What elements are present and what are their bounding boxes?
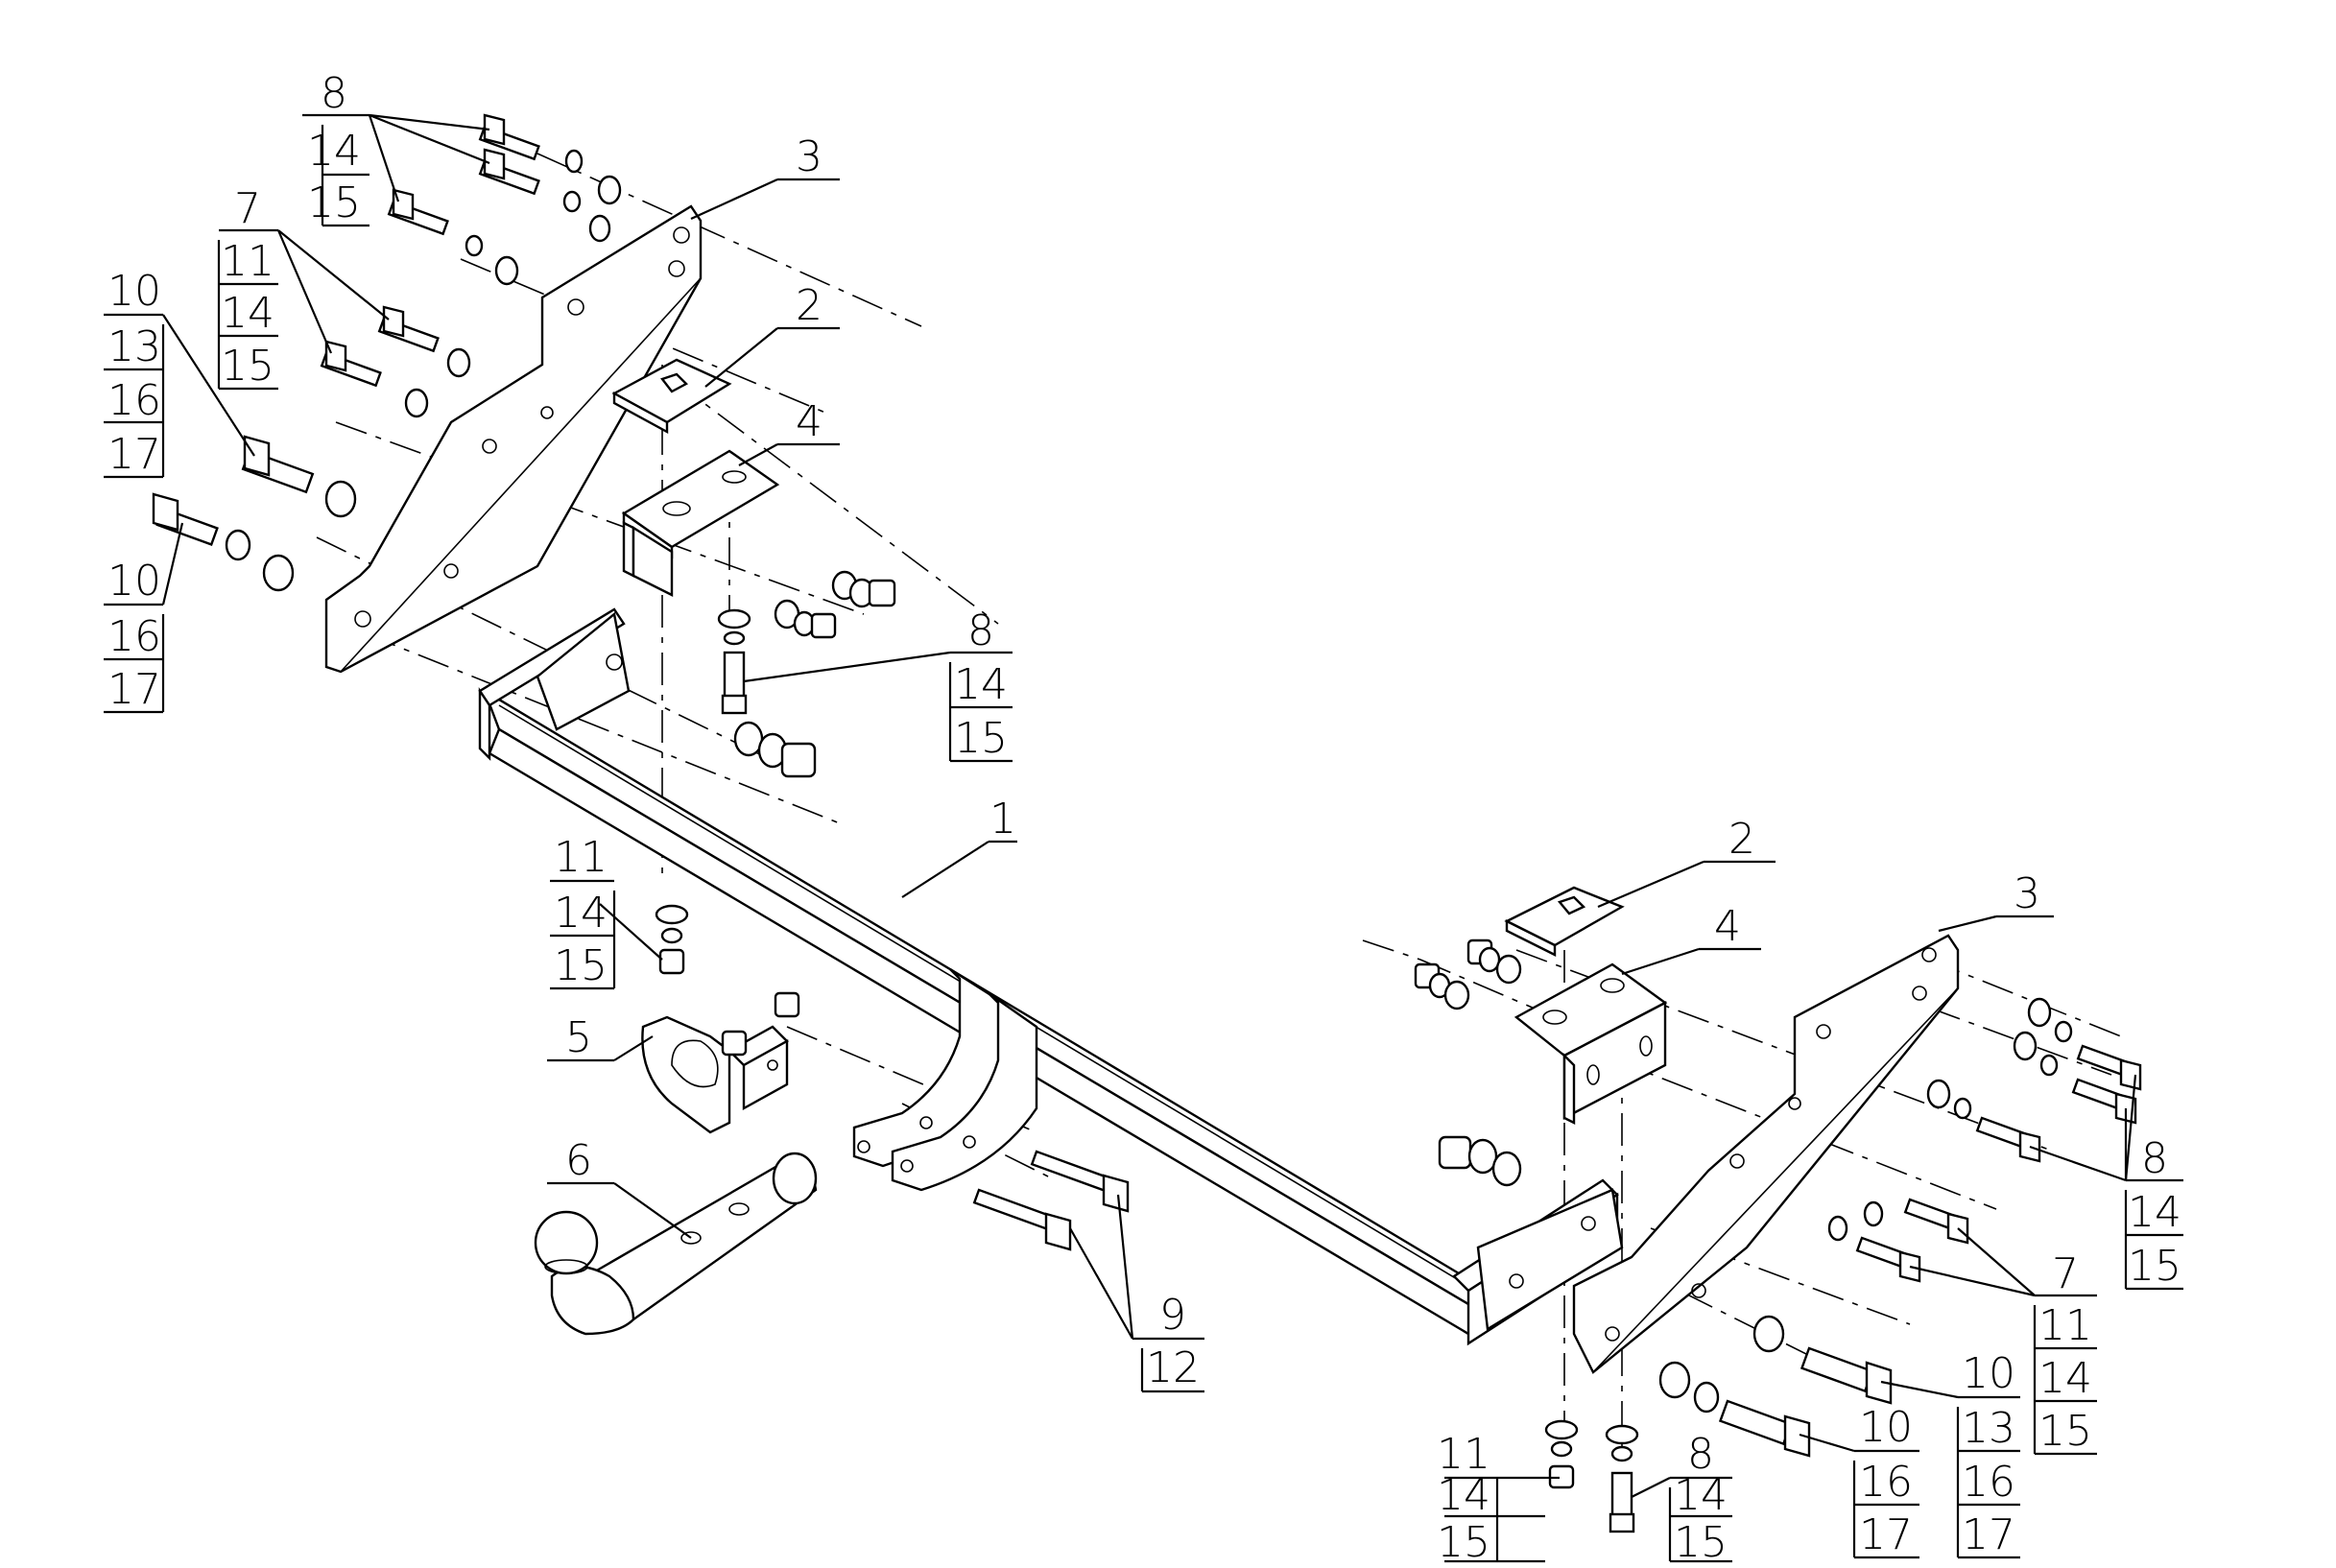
bolt [152,492,219,546]
part-3-left-side-plate [324,204,703,674]
callout-label: 11 [1437,1430,1490,1479]
callout-label: 11 [221,237,274,286]
part-label-3-left: 3 [796,132,822,181]
callout-7-11-14-15-right: 7 11 14 15 [2033,1249,2097,1456]
callout-label: 15 [554,941,608,990]
callout-label: 14 [2128,1188,2181,1237]
callout-label: 17 [107,665,161,714]
callout-label: 14 [954,660,1008,709]
callout-label: 14 [1674,1471,1728,1520]
part-5-socket-bracket [641,1015,789,1134]
callout-8-14-15-bottom: 8 14 15 [1668,1430,1732,1567]
part-label-5: 5 [565,1013,592,1062]
part-label-2-left: 2 [796,281,822,330]
callout-label: 7 [234,184,261,233]
bolt [1975,1116,2041,1163]
callout-label: 15 [307,178,361,227]
callout-label: 8 [1687,1430,1714,1479]
part-1-cross-tube [478,607,1624,1346]
bolt [1800,1346,1893,1405]
callout-8-14-15-right: 8 14 15 [2124,1134,2183,1291]
bolt [320,340,382,388]
callout-label: 13 [1962,1404,2015,1453]
callout-11-14-15-bottom: 11 14 15 [1437,1430,1545,1567]
callout-label: 8 [321,69,347,118]
callout-label: 8 [967,606,994,655]
bolt [1030,1150,1130,1213]
callout-label: 8 [2141,1134,2168,1183]
part-3-right-side-plate [1572,934,1960,1374]
part-label-6: 6 [565,1136,592,1185]
callout-10-13-16-17-left: 10 13 16 17 [104,267,165,479]
bolt [1718,1399,1811,1458]
callout-label: 14 [221,289,274,338]
bolt [478,148,540,196]
bolt [241,435,315,494]
callout-label: 17 [107,430,161,479]
callout-8-14-15-top-left: 8 14 15 [302,69,369,227]
callout-label: 14 [307,127,361,176]
bolt [387,188,449,236]
callout-label: 10 [107,557,161,606]
callout-label: 17 [1859,1510,1913,1559]
callout-label: 10 [1859,1403,1913,1452]
callout-10-13-16-17-right: 10 13 16 17 [1956,1349,2020,1559]
callout-11-14-15-left: 11 14 15 [550,833,616,990]
callout-label: 11 [2038,1301,2092,1350]
callout-label: 16 [107,612,161,661]
bolt [972,1188,1072,1251]
part-2-right-plate [1504,886,1625,957]
callout-9-12: 9 12 [1132,1291,1204,1393]
callout-label: 12 [1146,1343,1200,1392]
leader-lines [161,113,2137,1498]
part-4-right-bracket [1514,962,1668,1125]
callout-label: 7 [2052,1249,2079,1298]
part-label-4-right: 4 [1714,902,1741,951]
callout-label: 14 [1437,1471,1490,1520]
part-4-left-bracket [621,449,780,597]
callout-7-11-14-15-left: 7 11 14 15 [217,184,278,391]
part-2-left-plate [611,358,732,435]
callout-label: 9 [1159,1291,1186,1340]
part-6-tow-ball [534,1152,818,1336]
bolt [478,113,540,161]
callout-label: 15 [954,714,1008,763]
callout-8-14-15-middle: 8 14 15 [948,606,1013,763]
callout-label: 15 [1674,1518,1728,1567]
part-labels: 3 2 4 1 5 6 2 4 3 [565,132,2040,1185]
callout-label: 15 [2128,1242,2181,1291]
callout-label: 15 [221,342,274,391]
callout-label: 10 [1962,1349,2015,1398]
callout-label: 15 [1437,1518,1490,1567]
bolt [1855,1236,1921,1283]
callout-label: 11 [554,833,608,882]
callout-label: 16 [1859,1458,1913,1507]
part-label-2-right: 2 [1728,815,1755,864]
callout-10-16-17-right: 10 16 17 [1852,1403,1919,1559]
callout-label: 14 [2038,1354,2092,1403]
fasteners [152,113,2142,1533]
callout-label: 15 [2038,1407,2092,1456]
callout-label: 14 [554,889,608,938]
part-label-1: 1 [989,795,1016,843]
part-label-4-left: 4 [796,397,822,446]
callout-label: 17 [1962,1510,2015,1559]
callout-10-16-17-left: 10 16 17 [104,557,165,714]
callout-label: 13 [107,322,161,371]
callout-label: 10 [107,267,161,316]
callout-label: 16 [1962,1458,2015,1507]
part-label-3-right: 3 [2014,869,2040,918]
callout-label: 16 [107,376,161,425]
bolt [377,305,440,353]
bolt [1903,1198,1969,1245]
